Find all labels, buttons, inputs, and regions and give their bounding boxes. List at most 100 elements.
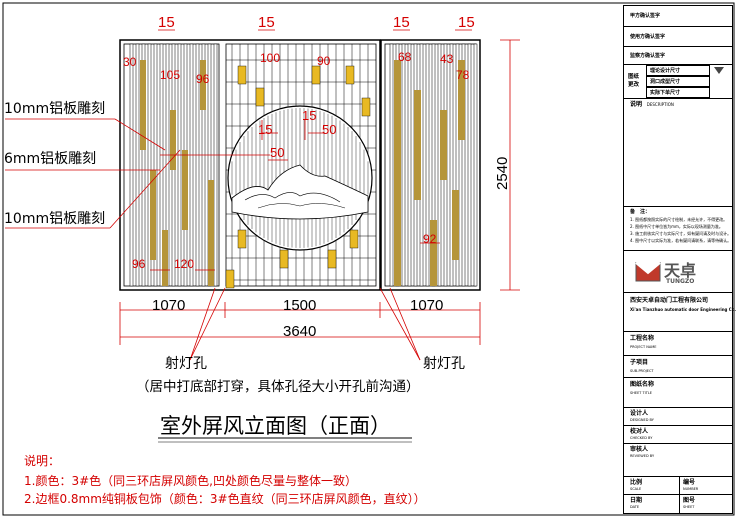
dim-right-43: 43 (440, 52, 454, 66)
change-item-3: 实际下单尺寸 (646, 87, 710, 98)
project-name: 工程名称 PROJECT NAME (624, 331, 732, 355)
supervisor-confirm: 监察方确认签字 (624, 46, 732, 64)
sheet-title-en: SHEET TITLE (630, 391, 652, 395)
gold-bar (150, 170, 156, 260)
dim-left-96b: 96 (132, 257, 146, 271)
sheet-title-label: 图纸名称 (630, 381, 655, 388)
checker-en: CHECKED BY (630, 436, 653, 440)
dim-top-4: 15 (458, 14, 475, 31)
dim-left-96: 96 (196, 72, 210, 86)
project-name-en: PROJECT NAME (630, 345, 657, 349)
width-right: 1070 (410, 297, 444, 314)
gold-bar (394, 60, 401, 286)
bar (177, 43, 182, 287)
remark-1: 1. 图纸都按照实际的尺寸绘制，未经允许，不得更改。 (630, 217, 728, 222)
amber-cell (279, 249, 289, 269)
dim-top-1: 15 (158, 14, 175, 31)
gold-bar (208, 180, 214, 286)
notes-line-2: 2.边框0.8mm纯铜板包饰（颜色：3#色直纹（同三环店屏风颜色，直纹）） (24, 492, 426, 506)
dim-left-105: 105 (160, 68, 181, 82)
change-item-1: 理论设计尺寸 (646, 65, 710, 76)
bar (129, 43, 134, 287)
dim-top-3: 15 (393, 14, 410, 31)
dim-right-68: 68 (398, 50, 412, 64)
bar (461, 43, 466, 287)
title-block: 甲方确认签字 使用方确认签字 监察方确认签字 图纸更改 理论设计尺寸 洞口成型尺… (623, 5, 737, 514)
sub-project-label: 子项目 (630, 359, 649, 366)
dim-mid-100: 100 (260, 51, 281, 65)
client-confirm: 甲方确认签字 (630, 13, 661, 19)
date-label: 日期 (630, 497, 643, 504)
reviewer-row: 审核人 REVIEWED BY (624, 443, 732, 461)
bar (135, 43, 140, 287)
dropdown-arrow-icon (714, 67, 724, 74)
bar (153, 43, 158, 287)
amber-cell (361, 97, 371, 117)
company-block: 西安天卓自动门工程有限公司 Xi'an Tianzhuo automatic d… (624, 292, 737, 318)
bar (213, 43, 218, 287)
sheetno-label: 图号 (683, 497, 696, 504)
gold-bar (440, 110, 447, 180)
number-en: NUMBER (683, 487, 699, 491)
bar (401, 43, 406, 287)
checker-row: 校对人 CHECKED BY (624, 425, 732, 443)
sheetno-cell: 图号 SHEET (679, 495, 695, 514)
width-left: 1070 (152, 297, 186, 314)
dim-top-2: 15 (258, 14, 275, 31)
remark-2: 2. 图纸中尺寸单位皆为mm，实际以现场测量为准。 (630, 224, 723, 229)
notes-heading: 说明： (24, 454, 61, 468)
reviewer-label: 审核人 (630, 446, 649, 453)
company-name: 西安天卓自动门工程有限公司 (630, 297, 709, 304)
callout-10mm-bottom: 10mm铝板雕刻 (4, 211, 106, 227)
logo-text-cn: 天卓 (664, 261, 697, 280)
amber-cell (349, 229, 359, 249)
sheet-title: 图纸名称 SHEET TITLE (624, 377, 732, 407)
designer-en: DESIGNED BY (630, 418, 654, 422)
dim-left-30: 30 (123, 55, 137, 69)
change-label: 图纸更改 (628, 74, 640, 88)
amber-cell (311, 65, 321, 85)
height-dimension: 2540 (494, 156, 511, 190)
reviewer-en: REVIEWED BY (630, 454, 655, 458)
bar (141, 43, 146, 287)
dim-mid-15b: 15 (302, 108, 317, 123)
gold-bar (452, 190, 459, 260)
logo-block: 天卓 TUNGZO (624, 250, 732, 292)
bar (467, 43, 472, 287)
left-panel-bars (129, 43, 218, 287)
right-panel-bars (389, 43, 478, 287)
gold-bar (414, 90, 421, 200)
description-en: DESCRIPTION (646, 102, 674, 107)
drawing-title: 室外屏风立面图（正面） (160, 414, 391, 438)
amber-cell (255, 87, 265, 107)
spotlight-right-label: 射灯孔 (423, 356, 465, 372)
dimension-lines (119, 29, 520, 345)
logo-text-en: TUNGZO (666, 278, 695, 285)
bar (449, 43, 454, 287)
amber-cell (225, 269, 235, 289)
change-item-2: 洞口成型尺寸 (646, 76, 710, 87)
dim-right-92: 92 (423, 232, 437, 246)
gold-bar (458, 60, 465, 140)
bar (147, 43, 152, 287)
checker-label: 校对人 (630, 428, 649, 435)
amber-cell (237, 65, 247, 85)
scale-row: 比例 SCALE 编号 NUMBER (624, 476, 732, 513)
remark-4: 4. 图中尺寸以实际为准，若有疑问请联系，请等待确认。 (630, 238, 732, 243)
width-middle: 1500 (283, 297, 317, 314)
project-name-label: 工程名称 (630, 335, 655, 342)
callout-10mm-top: 10mm铝板雕刻 (4, 101, 106, 117)
moon-circle (227, 105, 373, 251)
leader-lines (5, 118, 421, 361)
spotlight-note: （居中打底部打穿，具体孔径大小开孔前沟通） (136, 379, 420, 395)
gold-bar (140, 60, 146, 150)
dim-right-78: 78 (456, 68, 470, 82)
bar (201, 43, 206, 287)
sub-project: 子项目 SUB-PROJECT (624, 355, 732, 377)
bar (195, 43, 200, 287)
date-en: DATE (630, 505, 640, 509)
dim-left-120: 120 (174, 257, 195, 271)
amber-cell (327, 249, 337, 269)
user-confirm: 使用方确认签字 (624, 26, 732, 46)
